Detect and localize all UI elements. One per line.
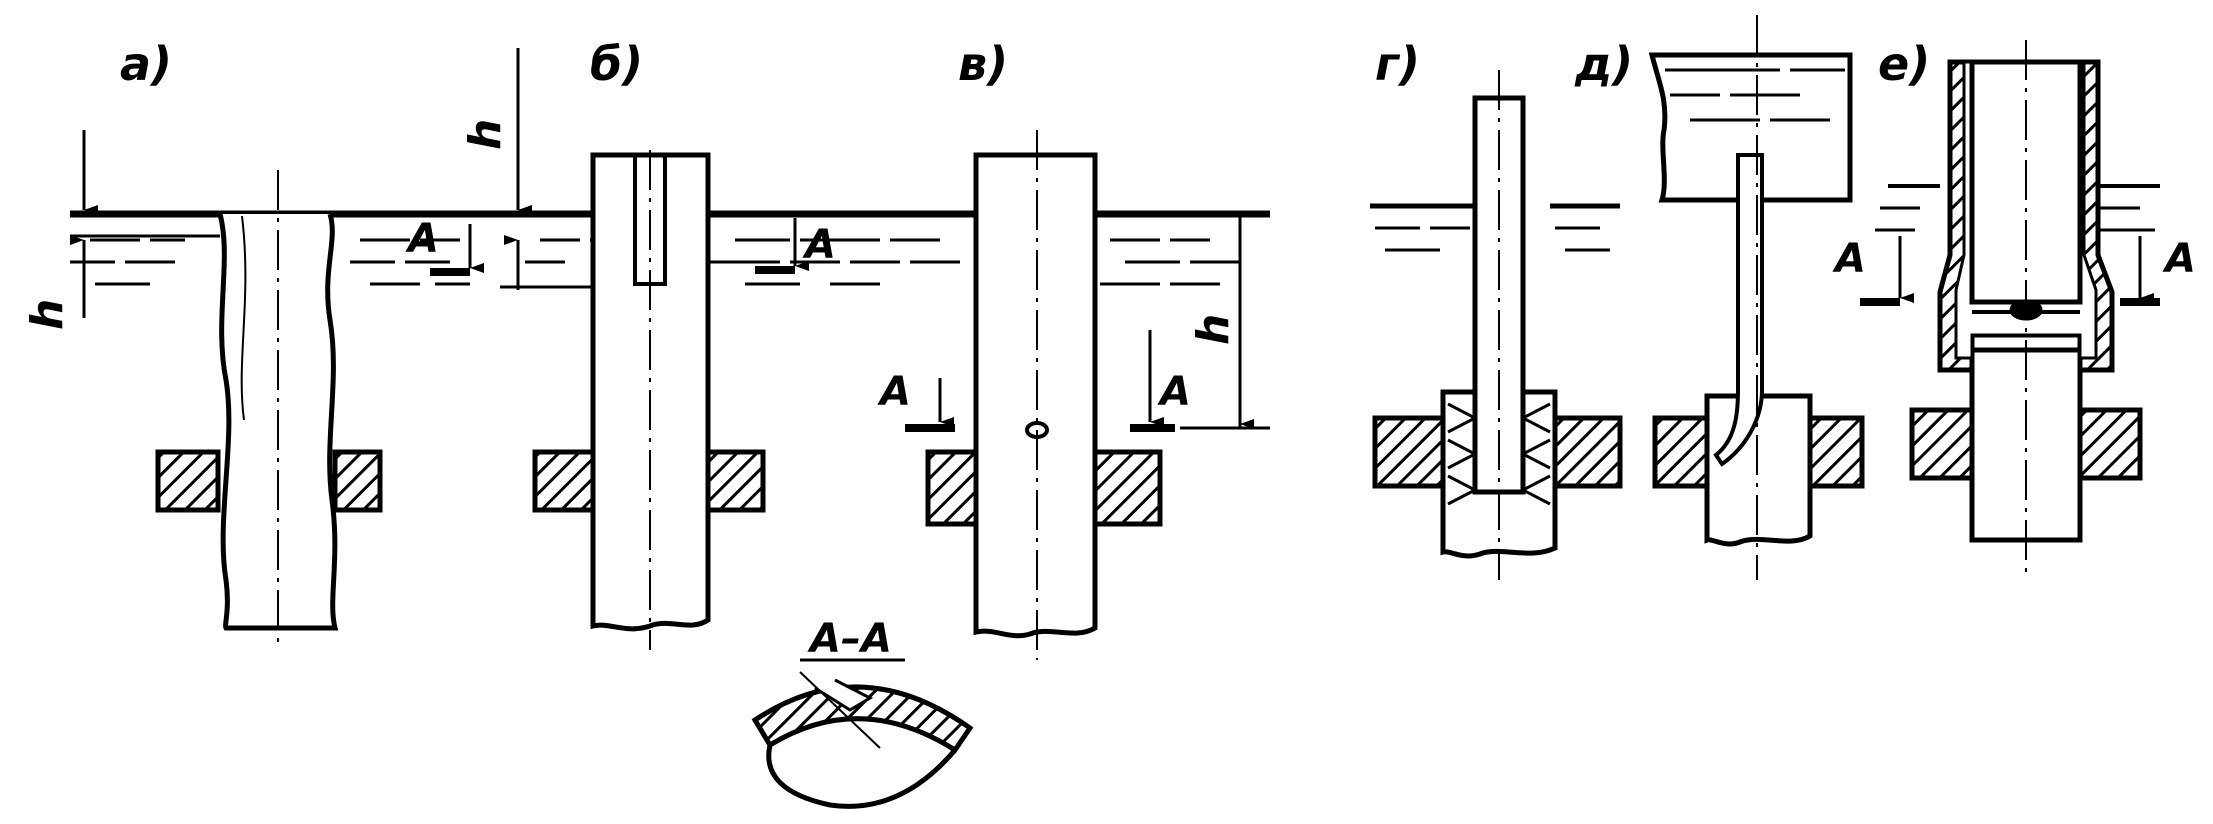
plate-left-a bbox=[155, 449, 221, 513]
section-notch bbox=[814, 678, 874, 712]
plate-right-b bbox=[705, 449, 766, 513]
panel-e: е) А А bbox=[1832, 37, 2196, 580]
panel-label-e: е) bbox=[1878, 37, 1930, 91]
section-mark-e1: А bbox=[1832, 236, 1866, 282]
section-mark-v3: А bbox=[1157, 369, 1191, 415]
panel-b: б) h А bbox=[405, 37, 1270, 650]
panel-label-g: г) bbox=[1375, 37, 1420, 91]
plate-right-g bbox=[1552, 415, 1623, 489]
section-mark-v2: А bbox=[877, 369, 911, 415]
section-mark-v1: А bbox=[802, 222, 836, 268]
panel-label-a: а) bbox=[120, 37, 172, 91]
pile-crack-a bbox=[240, 215, 247, 421]
panel-label-v: в) bbox=[958, 37, 1008, 91]
tank-d bbox=[1648, 52, 1853, 203]
panel-label-d: д) bbox=[1574, 37, 1633, 91]
section-aa: А–А bbox=[751, 616, 974, 809]
section-title: А–А bbox=[807, 616, 892, 662]
bent-rod-d bbox=[1713, 153, 1764, 467]
depth-label-a: h bbox=[22, 299, 73, 330]
plate-right-v bbox=[1092, 449, 1163, 527]
plate-left-v bbox=[925, 449, 983, 527]
section-arc bbox=[766, 744, 957, 809]
section-mark-e2: А bbox=[2162, 236, 2196, 282]
plate-right-a bbox=[332, 449, 383, 513]
panel-a: а) h bbox=[22, 37, 600, 650]
pile-v bbox=[973, 152, 1098, 639]
water-lines-a bbox=[70, 238, 470, 286]
panel-label-b: б) bbox=[590, 37, 643, 91]
section-mark-b: А bbox=[405, 216, 439, 262]
plate-left-b bbox=[532, 449, 596, 513]
plate-left-g bbox=[1372, 415, 1446, 489]
panel-v: в) А А А h bbox=[755, 37, 1270, 660]
depth-label-v: h bbox=[1188, 314, 1239, 345]
depth-label-b: h bbox=[460, 119, 511, 150]
panel-d: д) bbox=[1574, 15, 1865, 580]
water-lines-v bbox=[830, 238, 1240, 286]
panel-g: г) bbox=[1370, 37, 1623, 580]
